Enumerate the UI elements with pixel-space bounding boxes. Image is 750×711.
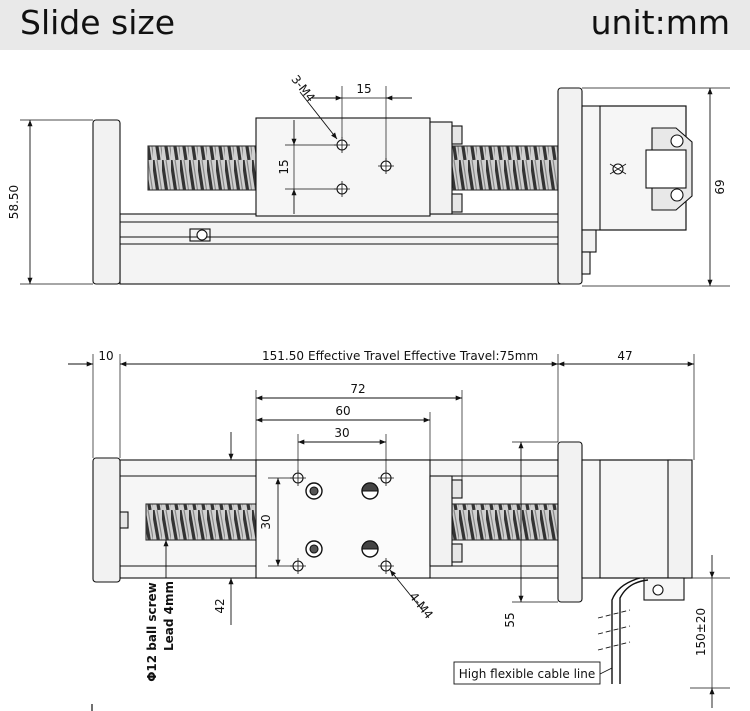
bottom-left-end-plate — [92, 457, 121, 583]
travel-note-label: Effective Travel Effective Travel:75mm — [308, 349, 538, 363]
dim-72-label: 72 — [350, 382, 365, 396]
dim-10-label: 10 — [98, 349, 113, 363]
top-view — [20, 86, 730, 287]
unit-label: unit:mm — [590, 3, 730, 42]
dim-47-label: 47 — [617, 349, 632, 363]
dim-15-horizontal-label: 15 — [356, 82, 371, 96]
cable-callout: High flexible cable line — [453, 661, 601, 685]
dim-151-50-label: 151.50 — [262, 349, 304, 363]
top-left-end-plate — [92, 119, 121, 285]
page-title: Slide size — [20, 3, 176, 42]
bottom-right-end-plate — [557, 441, 583, 603]
header-bar: Slide size unit:mm — [0, 0, 750, 50]
dim-30-vertical-label: 30 — [259, 514, 273, 529]
dim-58-50-label: 58.50 — [7, 185, 21, 219]
top-rail — [119, 213, 561, 285]
cable — [619, 579, 649, 684]
bottom-view — [68, 354, 730, 711]
dim-42-label: 42 — [213, 598, 227, 613]
bottom-ball-screw-left — [145, 503, 257, 541]
top-carriage — [255, 117, 431, 217]
ball-screw-label: Φ12 ball screw — [145, 582, 159, 682]
dim-69-label: 69 — [713, 179, 727, 194]
top-right-end-plate — [557, 87, 583, 285]
bottom-carriage — [255, 459, 431, 579]
top-ball-screw-left — [147, 145, 257, 191]
dim-30-horizontal-label: 30 — [334, 426, 349, 440]
dim-15-vertical-label: 15 — [277, 159, 291, 174]
top-ball-screw-right — [451, 145, 559, 191]
callout-4-m4-label: 4-M4 — [406, 589, 435, 621]
dim-150-20-label: 150±20 — [694, 608, 708, 656]
callout-3-m4-label: 3-M4 — [288, 72, 317, 104]
lead-label: Lead 4mm — [162, 581, 176, 651]
dim-55-label: 55 — [503, 612, 517, 627]
bottom-ball-screw-right — [451, 503, 559, 541]
top-rail-bolt — [196, 229, 208, 241]
cable-label: High flexible cable line — [459, 667, 595, 681]
dim-60-label: 60 — [335, 404, 350, 418]
